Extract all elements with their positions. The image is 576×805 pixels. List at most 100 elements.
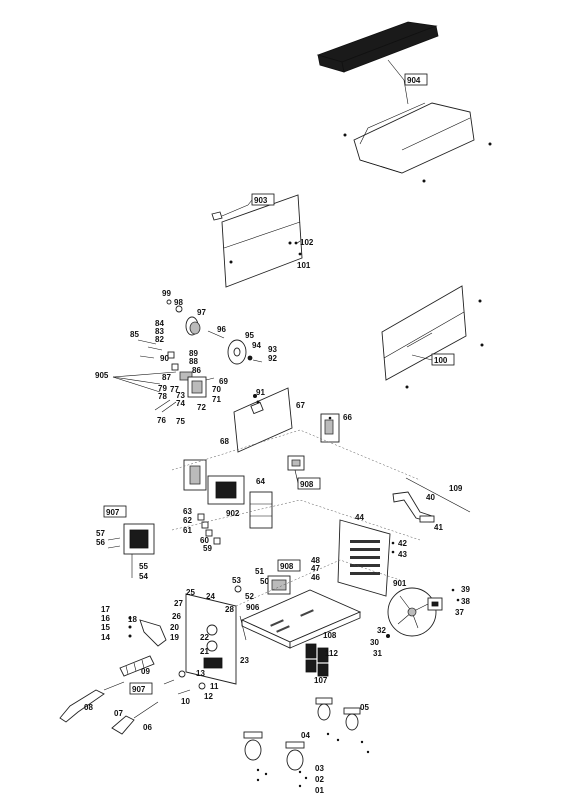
transformer-stack [183,459,273,529]
label-26: 26 [172,612,181,621]
label-108: 108 [323,631,337,640]
label-box-100 [431,353,455,366]
cable-gland [119,655,155,677]
label-52: 52 [245,592,254,601]
terminal-group [197,513,221,545]
label-78: 78 [158,392,167,401]
welding-torch [59,681,125,723]
rear-panel [337,519,391,597]
label-54: 54 [139,572,148,581]
handle-bracket [392,491,435,523]
side-panel-right [381,285,467,381]
label-17: 17 [101,605,110,614]
label-32: 32 [377,626,386,635]
label-902: 902 [226,509,240,518]
label-60: 60 [200,536,209,545]
label-86: 86 [192,366,201,375]
castor-front [243,731,305,771]
motor-fan-group [166,299,263,365]
label-93: 93 [268,345,277,354]
label-95: 95 [245,331,254,340]
label-22: 22 [200,633,209,642]
dc-sockets [305,643,329,677]
label-82: 82 [155,335,164,344]
label-18: 18 [128,615,137,624]
label-112: 112 [325,649,338,658]
label-11: 11 [210,682,219,691]
label-21: 21 [200,647,209,656]
label-67: 67 [296,401,305,410]
front-frame [185,593,237,685]
label-box-908a [297,477,321,490]
label-91: 91 [256,388,265,397]
label-71: 71 [212,395,221,404]
label-74: 74 [176,399,185,408]
label-70: 70 [212,385,221,394]
earth-clamp [111,701,159,735]
label-07: 07 [114,709,123,718]
label-87: 87 [162,373,171,382]
label-64: 64 [256,477,265,486]
label-109: 109 [449,484,463,493]
label-box-907a [103,505,127,518]
label-99: 99 [162,289,171,298]
switch-bracket [320,413,340,443]
label-30: 30 [370,638,379,647]
label-05: 05 [360,703,369,712]
label-48: 48 [311,556,320,565]
label-63: 63 [183,507,192,516]
label-box-908b [277,559,301,572]
label-92: 92 [268,354,277,363]
label-79: 79 [158,384,167,393]
label-907b: 907 [132,685,146,694]
label-68: 68 [220,437,229,446]
label-90: 90 [160,354,169,363]
label-96: 96 [217,325,226,334]
side-panel-left [221,194,303,288]
label-13: 13 [196,669,205,678]
label-73: 73 [176,391,185,400]
label-85: 85 [130,330,139,339]
label-38: 38 [461,597,470,606]
label-57: 57 [96,529,105,538]
cable-clamp [128,616,167,647]
choke-part [287,455,305,471]
label-75: 75 [176,417,185,426]
cooling-fan [387,587,443,637]
transformer-907 [107,523,155,555]
label-12: 12 [204,692,213,701]
rectifier-bridge [267,575,291,595]
label-56: 56 [96,538,105,547]
label-40: 40 [426,493,435,502]
label-27: 27 [174,599,183,608]
label-10: 10 [181,697,190,706]
label-53: 53 [232,576,241,585]
label-55: 55 [139,562,148,571]
label-box-907b [129,682,153,695]
label-37: 37 [455,608,464,617]
label-50: 50 [260,577,269,586]
label-44: 44 [355,513,364,522]
label-46: 46 [311,573,320,582]
small-components [137,339,215,398]
label-905: 905 [95,371,109,380]
label-19: 19 [170,633,179,642]
front-panel [233,387,293,453]
label-101: 101 [297,261,311,270]
label-61: 61 [183,526,192,535]
label-23: 23 [240,656,249,665]
label-100: 100 [434,356,448,365]
label-83: 83 [155,327,164,336]
label-16: 16 [101,614,110,623]
base-plate [240,589,362,649]
label-39: 39 [461,585,470,594]
label-903: 903 [254,196,268,205]
label-28: 28 [225,605,234,614]
label-98: 98 [174,298,183,307]
castor-rear [315,697,361,731]
label-06: 06 [143,723,152,732]
label-89: 89 [189,349,198,358]
label-box-904 [404,73,428,86]
